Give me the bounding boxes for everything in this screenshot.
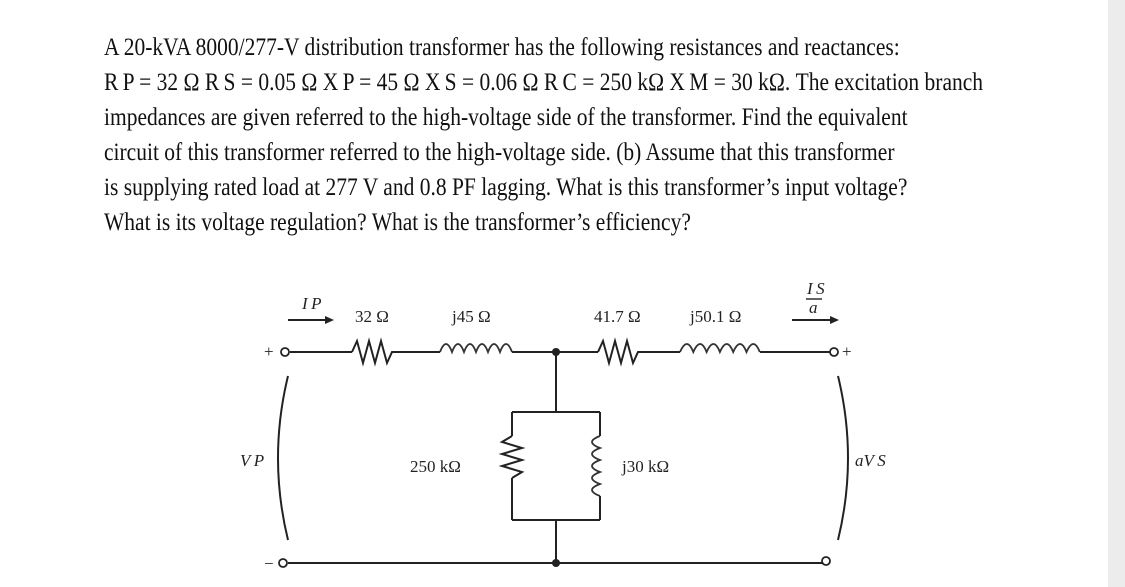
rc-label: 250 kΩ [410, 457, 461, 476]
vp-label: V P [240, 451, 264, 470]
problem-line-6: What is its voltage regulation? What is … [104, 209, 691, 236]
problem-line-1: A 20-kVA 8000/277-V distribution transfo… [104, 34, 900, 61]
plus-left-label: + [264, 342, 274, 361]
inductor-xs-symbol [679, 343, 761, 355]
resistor-rs-symbol [597, 337, 680, 367]
rs-label: 41.7 Ω [594, 307, 641, 326]
xm-label: j30 kΩ [621, 457, 669, 476]
vp-bracket [277, 375, 289, 541]
xp-label: j45 Ω [451, 307, 491, 326]
problem-line-5: is supplying rated load at 277 V and 0.8… [104, 174, 908, 201]
turns-ratio-a-label: a [809, 298, 818, 317]
terminal-secondary-bottom [821, 556, 831, 566]
resistor-rc-symbol [498, 435, 526, 479]
avs-label: aV S [855, 451, 886, 470]
terminal-primary-bottom [278, 558, 288, 568]
terminal-secondary-top [829, 347, 839, 357]
current-arrow-out-head [830, 316, 839, 324]
problem-line-4: circuit of this transformer referred to … [104, 139, 895, 166]
xs-label: j50.1 Ω [689, 307, 741, 326]
problem-statement: A 20-kVA 8000/277-V distribution transfo… [104, 30, 984, 240]
problem-line-3: impedances are given referred to the hig… [104, 104, 908, 131]
minus-left-label: − [264, 554, 274, 573]
current-arrow-in-head [325, 316, 334, 324]
plus-right-label: + [842, 342, 852, 361]
current-ip-label: I P [301, 294, 321, 313]
rp-label: 32 Ω [355, 307, 389, 326]
terminal-primary-top [280, 347, 290, 357]
current-is-label: I S [806, 279, 825, 298]
page-edge [1108, 0, 1125, 587]
resistor-rp-symbol [351, 337, 440, 367]
problem-line-2: R P = 32 Ω R S = 0.05 Ω X P = 45 Ω X S =… [104, 69, 984, 96]
inductor-xm-symbol [591, 435, 603, 497]
inductor-xp-symbol [439, 343, 513, 355]
vs-bracket [837, 375, 849, 541]
